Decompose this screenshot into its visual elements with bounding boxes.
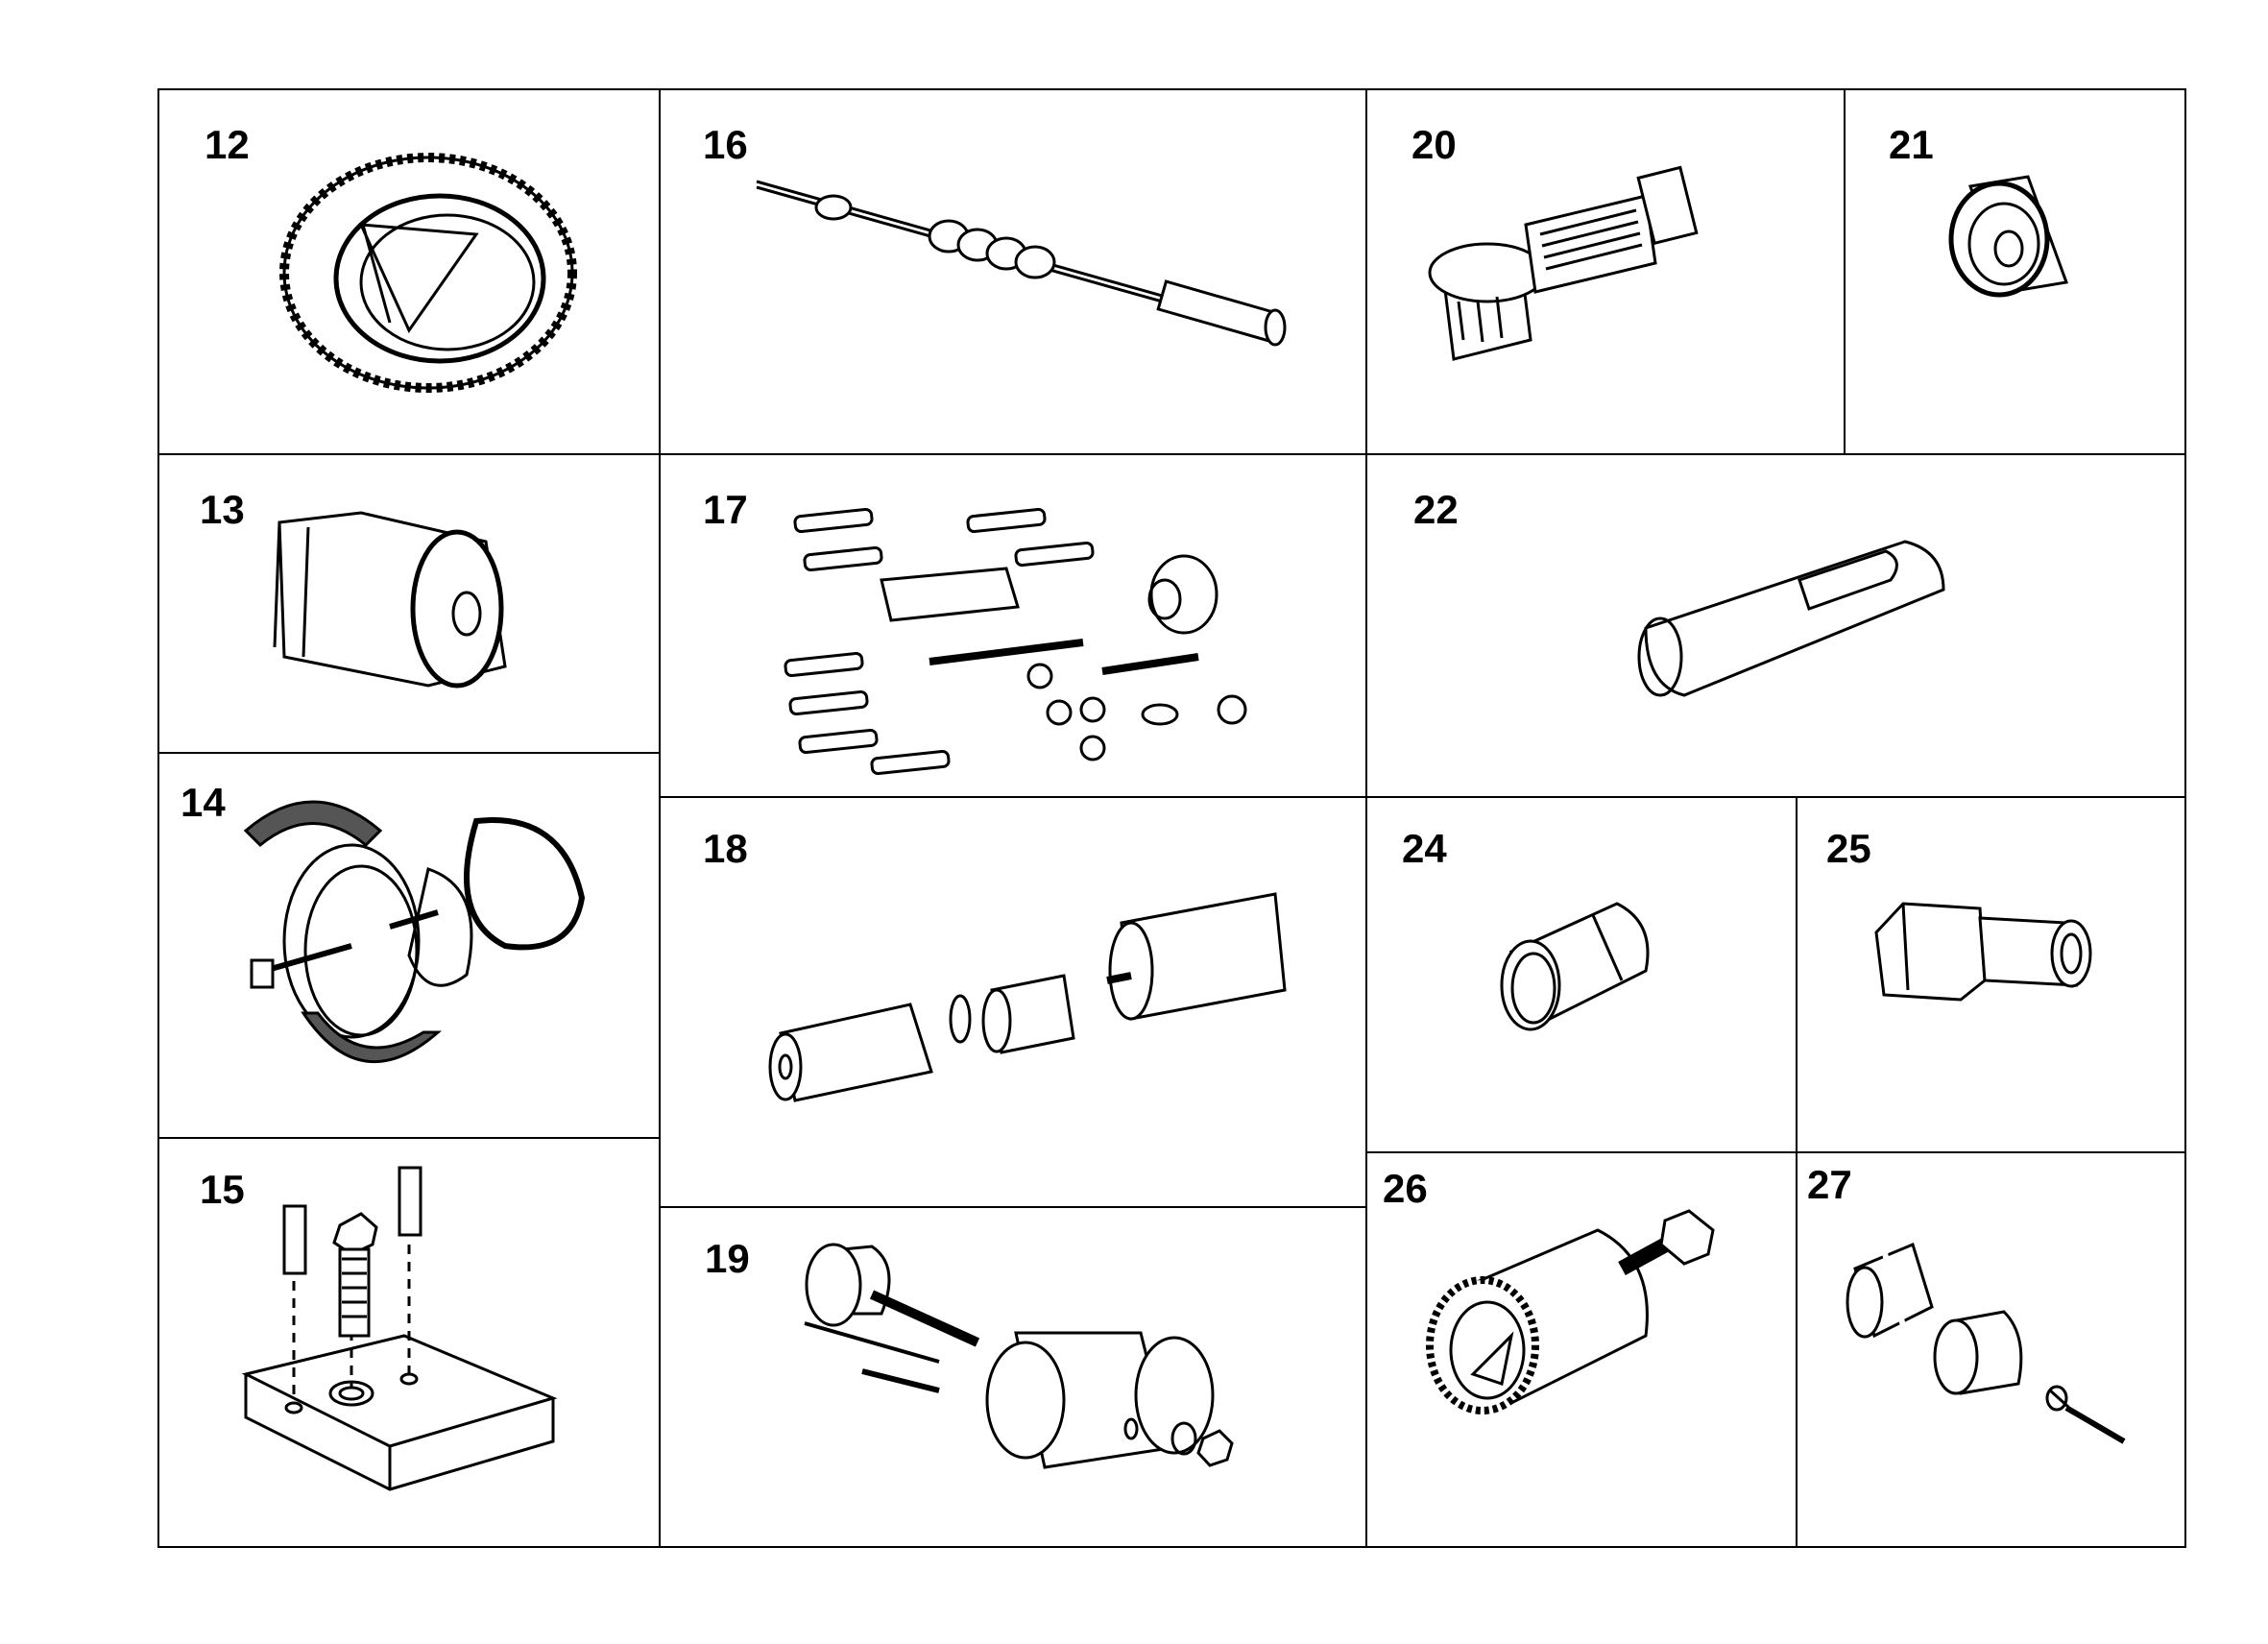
panel-number: 18 <box>703 826 748 871</box>
panel-13: 13 <box>159 455 659 752</box>
panel-17: 17 <box>661 455 1365 796</box>
panel-24: 24 <box>1367 798 1796 1151</box>
panel-14: 14 <box>159 754 659 1137</box>
bearing-installer-set-icon <box>661 798 1365 1206</box>
frame-left <box>157 88 159 1548</box>
panel-16: 16 <box>661 90 1365 453</box>
panel-22: 22 <box>1367 455 2184 796</box>
split-ring-puller-icon <box>159 754 659 1137</box>
cylinder-sleeve-icon <box>1367 798 1796 1151</box>
hex-socket-adapter-icon <box>1798 798 2184 1151</box>
panel-number: 24 <box>1402 826 1447 871</box>
panel-26: 26 <box>1367 1153 1796 1546</box>
panel-21: 21 <box>1846 90 2184 453</box>
panel-25: 25 <box>1798 798 2184 1151</box>
stud-bolt-kit-icon <box>661 455 1365 796</box>
bolt-plate-icon <box>159 1139 659 1546</box>
panel-number: 21 <box>1889 122 1934 167</box>
divider <box>157 453 2186 455</box>
divider <box>659 1206 1367 1208</box>
panel-number: 16 <box>703 122 748 167</box>
threaded-ring-nut-icon <box>159 90 659 453</box>
divider <box>1844 88 1846 453</box>
sleeve-ring-icon <box>1846 90 2184 453</box>
stepped-bushing-icon <box>159 455 659 752</box>
puller-cup-assembly-icon <box>661 1208 1365 1546</box>
panel-number: 14 <box>181 780 226 825</box>
panel-27: 27 <box>1798 1153 2184 1546</box>
panel-number: 26 <box>1383 1166 1428 1211</box>
slide-hammer-rod-icon <box>661 90 1365 453</box>
divider <box>157 1137 661 1139</box>
panel-number: 15 <box>200 1167 245 1212</box>
panel-number: 17 <box>703 487 748 532</box>
panel-20: 20 <box>1367 90 1844 453</box>
panel-12: 12 <box>159 90 659 453</box>
frame-right <box>2184 88 2186 1548</box>
panel-15: 15 <box>159 1139 659 1546</box>
divider <box>659 796 2186 798</box>
panel-number: 20 <box>1411 122 1457 167</box>
panel-number: 13 <box>200 487 245 532</box>
panel-number: 25 <box>1826 826 1871 871</box>
panel-18: 18 <box>661 798 1365 1206</box>
divider <box>1365 88 1367 1548</box>
threaded-puller-bell-icon <box>1367 1153 1796 1546</box>
divider <box>157 752 661 754</box>
frame-top <box>157 88 2186 90</box>
half-pipe-guide-icon <box>1367 455 2184 796</box>
panel-number: 12 <box>205 122 250 167</box>
divider <box>659 88 661 1548</box>
divider <box>1796 796 1798 1548</box>
splined-adapter-icon <box>1367 90 1844 453</box>
divider <box>1365 1151 2186 1153</box>
panel-19: 19 <box>661 1208 1365 1546</box>
panel-number: 22 <box>1413 487 1459 532</box>
panel-number: 27 <box>1807 1162 1852 1207</box>
collet-puller-set-icon <box>1798 1153 2184 1546</box>
panel-number: 19 <box>705 1236 750 1281</box>
frame-bottom <box>157 1546 2186 1548</box>
